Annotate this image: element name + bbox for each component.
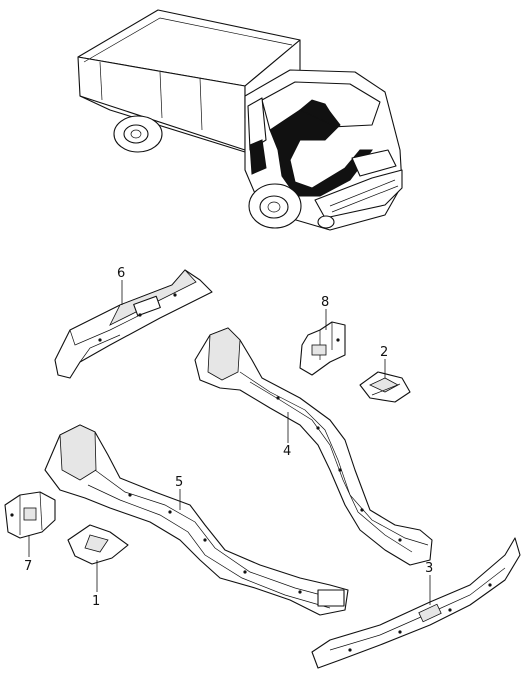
callout-label-2: 2	[380, 345, 388, 360]
callout-6: 6	[117, 266, 125, 305]
callout-label-3: 3	[425, 561, 433, 576]
part-6-floor-bracket[interactable]	[54, 269, 213, 379]
callout-label-1: 1	[92, 594, 100, 609]
callout-7: 7	[24, 535, 32, 574]
callout-label-5: 5	[175, 475, 183, 490]
callout-3: 3	[425, 561, 433, 605]
part-8-bracket[interactable]	[299, 321, 346, 376]
part-2-plate[interactable]	[359, 371, 411, 403]
part-3-crossmember[interactable]	[311, 537, 521, 669]
truck-illustration	[77, 9, 403, 231]
callout-5: 5	[175, 475, 183, 510]
part-4-side-member[interactable]	[194, 327, 433, 566]
callout-label-8: 8	[321, 295, 329, 310]
callout-label-7: 7	[24, 559, 32, 574]
callout-2: 2	[380, 345, 388, 378]
part-5-side-member[interactable]	[44, 424, 349, 616]
callout-4: 4	[283, 412, 291, 459]
callout-8: 8	[321, 295, 329, 330]
part-7-bracket[interactable]	[4, 491, 56, 539]
callout-1: 1	[92, 560, 100, 609]
part-1-plate[interactable]	[67, 524, 129, 565]
callout-label-4: 4	[283, 444, 291, 459]
callout-label-6: 6	[117, 266, 125, 281]
